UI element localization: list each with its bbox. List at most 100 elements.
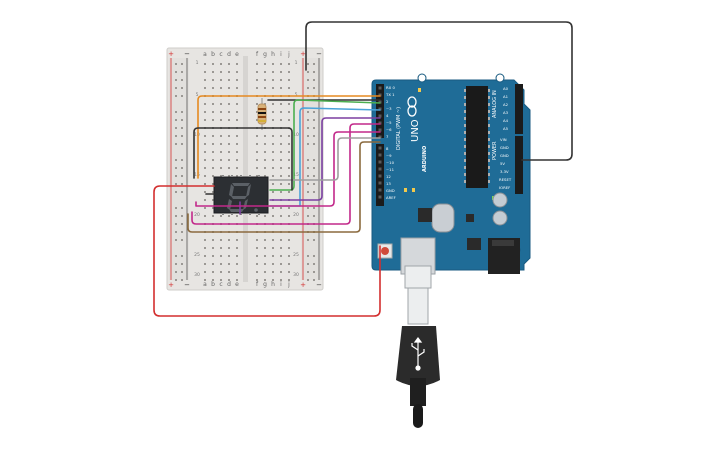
breadboard-hole[interactable] [313, 215, 315, 217]
breadboard-hole[interactable] [256, 279, 258, 281]
breadboard-hole[interactable] [212, 215, 214, 217]
breadboard-hole[interactable] [204, 87, 206, 89]
breadboard-hole[interactable] [236, 151, 238, 153]
breadboard-hole[interactable] [236, 167, 238, 169]
header-pin[interactable] [378, 128, 382, 132]
breadboard-hole[interactable] [220, 271, 222, 273]
breadboard-hole[interactable] [272, 175, 274, 177]
breadboard-hole[interactable] [204, 167, 206, 169]
wire-purple[interactable] [239, 117, 381, 215]
breadboard-hole[interactable] [175, 239, 177, 241]
breadboard-hole[interactable] [181, 223, 183, 225]
breadboard-hole[interactable] [264, 247, 266, 249]
breadboard-hole[interactable] [256, 87, 258, 89]
header-pin[interactable] [378, 167, 382, 171]
breadboard-hole[interactable] [181, 159, 183, 161]
breadboard-hole[interactable] [280, 191, 282, 193]
breadboard-hole[interactable] [264, 239, 266, 241]
breadboard-hole[interactable] [307, 263, 309, 265]
breadboard-hole[interactable] [181, 191, 183, 193]
breadboard-hole[interactable] [256, 239, 258, 241]
breadboard-hole[interactable] [181, 175, 183, 177]
header-pin[interactable] [378, 153, 382, 157]
breadboard-hole[interactable] [204, 247, 206, 249]
breadboard-hole[interactable] [264, 151, 266, 153]
breadboard-hole[interactable] [280, 271, 282, 273]
header-pin[interactable] [378, 146, 382, 150]
breadboard-hole[interactable] [220, 175, 222, 177]
breadboard-hole[interactable] [212, 183, 214, 185]
breadboard-hole[interactable] [204, 183, 206, 185]
wire-black[interactable] [305, 21, 573, 161]
breadboard-hole[interactable] [181, 143, 183, 145]
breadboard-hole[interactable] [236, 239, 238, 241]
breadboard-hole[interactable] [288, 87, 290, 89]
breadboard-hole[interactable] [307, 167, 309, 169]
header-pin[interactable] [378, 114, 382, 118]
breadboard-hole[interactable] [313, 159, 315, 161]
breadboard-hole[interactable] [280, 79, 282, 81]
breadboard-hole[interactable] [307, 71, 309, 73]
breadboard-hole[interactable] [272, 87, 274, 89]
analog-header[interactable] [515, 84, 523, 134]
breadboard-hole[interactable] [288, 271, 290, 273]
breadboard-hole[interactable] [288, 247, 290, 249]
breadboard-hole[interactable] [272, 79, 274, 81]
breadboard-hole[interactable] [181, 231, 183, 233]
breadboard-hole[interactable] [236, 119, 238, 121]
breadboard-hole[interactable] [220, 279, 222, 281]
wire-red[interactable] [153, 185, 381, 317]
breadboard-hole[interactable] [212, 207, 214, 209]
breadboard-hole[interactable] [307, 63, 309, 65]
breadboard-hole[interactable] [236, 143, 238, 145]
breadboard-hole[interactable] [228, 135, 230, 137]
breadboard-hole[interactable] [288, 159, 290, 161]
breadboard-hole[interactable] [288, 63, 290, 65]
breadboard-hole[interactable] [212, 151, 214, 153]
breadboard-hole[interactable] [228, 167, 230, 169]
breadboard-hole[interactable] [175, 191, 177, 193]
breadboard-hole[interactable] [175, 255, 177, 257]
wire-magenta[interactable] [195, 131, 381, 207]
breadboard-hole[interactable] [256, 151, 258, 153]
breadboard-hole[interactable] [272, 143, 274, 145]
breadboard-hole[interactable] [256, 167, 258, 169]
breadboard-hole[interactable] [313, 239, 315, 241]
breadboard-hole[interactable] [288, 151, 290, 153]
breadboard-hole[interactable] [220, 215, 222, 217]
breadboard-hole[interactable] [220, 263, 222, 265]
breadboard-hole[interactable] [280, 135, 282, 137]
breadboard-hole[interactable] [204, 279, 206, 281]
breadboard-hole[interactable] [313, 63, 315, 65]
breadboard-hole[interactable] [307, 143, 309, 145]
breadboard-hole[interactable] [264, 271, 266, 273]
breadboard-hole[interactable] [175, 279, 177, 281]
breadboard-hole[interactable] [220, 135, 222, 137]
wire-orange[interactable] [197, 95, 381, 179]
breadboard-hole[interactable] [228, 247, 230, 249]
breadboard-hole[interactable] [236, 279, 238, 281]
breadboard-hole[interactable] [228, 175, 230, 177]
breadboard-hole[interactable] [175, 119, 177, 121]
breadboard-hole[interactable] [307, 239, 309, 241]
breadboard-hole[interactable] [175, 135, 177, 137]
breadboard-hole[interactable] [272, 71, 274, 73]
breadboard-hole[interactable] [220, 151, 222, 153]
breadboard-hole[interactable] [181, 263, 183, 265]
breadboard-hole[interactable] [175, 143, 177, 145]
breadboard-hole[interactable] [256, 135, 258, 137]
breadboard-hole[interactable] [181, 255, 183, 257]
breadboard-hole[interactable] [272, 215, 274, 217]
breadboard-hole[interactable] [175, 71, 177, 73]
breadboard-hole[interactable] [181, 95, 183, 97]
breadboard-hole[interactable] [288, 79, 290, 81]
breadboard-hole[interactable] [256, 71, 258, 73]
breadboard-hole[interactable] [181, 119, 183, 121]
breadboard-hole[interactable] [181, 167, 183, 169]
breadboard-hole[interactable] [272, 191, 274, 193]
breadboard-hole[interactable] [175, 159, 177, 161]
breadboard-hole[interactable] [307, 119, 309, 121]
breadboard-hole[interactable] [212, 191, 214, 193]
breadboard-hole[interactable] [236, 103, 238, 105]
breadboard-hole[interactable] [181, 279, 183, 281]
